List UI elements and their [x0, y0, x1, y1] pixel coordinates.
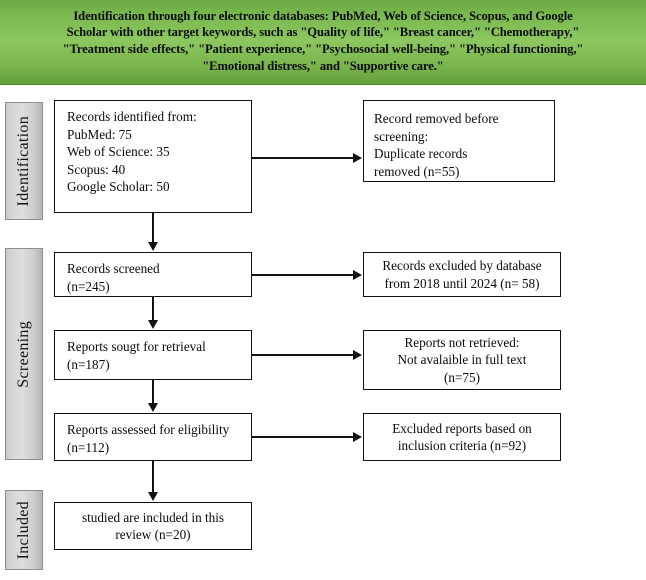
connector-line-assessed-to-excluded-reports: [252, 436, 354, 438]
box-records-excluded-by-database: Records excluded by database from 2018 u…: [363, 252, 561, 297]
connector-line-identified-to-screened: [152, 213, 154, 243]
stage-label-included: Included: [5, 490, 43, 570]
box-records-identified: Records identified from: PubMed: 75 Web …: [54, 100, 252, 213]
connector-line-screened-to-sought: [152, 297, 154, 321]
box-records-screened: Records screened (n=245): [54, 252, 252, 297]
arrow-down-icon-identified-to-screened: [148, 242, 158, 251]
stage-label-identification: Identification: [5, 102, 43, 220]
header-banner: Identification through four electronic d…: [0, 0, 646, 85]
stage-label-screening: Screening: [5, 248, 43, 460]
connector-line-screened-to-excluded: [252, 274, 354, 276]
arrow-right-icon-sought-to-not-retrieved: [353, 350, 362, 360]
connector-line-identified-to-removed: [252, 157, 354, 159]
box-reports-not-retrieved: Reports not retrieved: Not avalaible in …: [363, 330, 561, 390]
box-record-removed-before-screening: Record removed before screening: Duplica…: [363, 100, 555, 182]
arrow-down-icon-sought-to-assessed: [148, 403, 158, 412]
box-studies-included-in-review: studied are included in this review (n=2…: [54, 502, 252, 550]
arrow-down-icon-screened-to-sought: [148, 320, 158, 329]
box-reports-assessed-for-eligibility: Reports assessed for eligibility (n=112): [54, 413, 252, 461]
connector-line-sought-to-assessed: [152, 380, 154, 404]
stage-label-included-text: Included: [15, 500, 32, 560]
stage-label-identification-text: Identification: [15, 115, 32, 207]
connector-line-assessed-to-included: [152, 461, 154, 493]
box-excluded-reports-inclusion-criteria: Excluded reports based on inclusion crit…: [363, 413, 561, 461]
header-banner-text: Identification through four electronic d…: [62, 8, 584, 73]
arrow-down-icon-assessed-to-included: [148, 492, 158, 501]
arrow-right-icon-assessed-to-excluded-reports: [353, 432, 362, 442]
box-reports-sought-for-retrieval: Reports sougt for retrieval (n=187): [54, 330, 252, 380]
stage-label-screening-text: Screening: [15, 320, 32, 388]
connector-line-sought-to-not-retrieved: [252, 354, 354, 356]
arrow-right-icon-identified-to-removed: [353, 153, 362, 163]
arrow-right-icon-screened-to-excluded: [353, 270, 362, 280]
